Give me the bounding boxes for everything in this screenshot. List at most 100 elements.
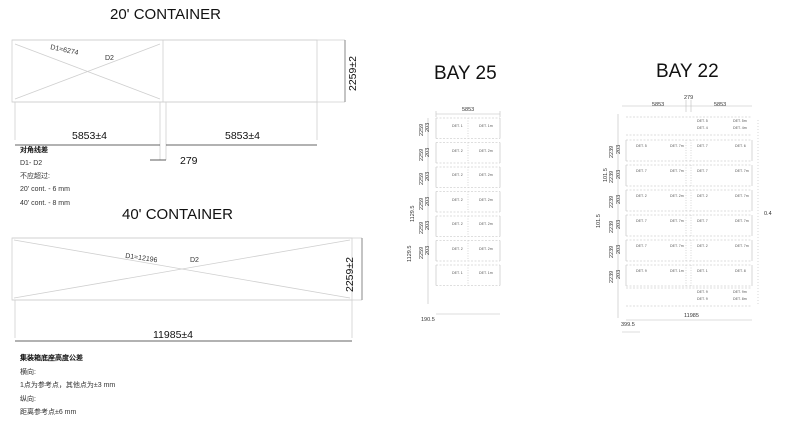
container20-gap-label: 279: [180, 155, 198, 167]
bay22-row-label: DET. 8: [735, 269, 746, 273]
bay22-tier-height-b: 203: [616, 269, 622, 279]
bay25-top-width-label: 5853: [462, 107, 475, 113]
bay22-bottom-width-label: 11985: [684, 313, 699, 319]
bay22-top-left-label: 5853: [652, 102, 665, 108]
bay25-side-dim-b: 1129.5: [407, 245, 413, 262]
bay22-tier-height-a: 2239: [609, 220, 615, 233]
bay25-row-right-label: DET. 2m: [479, 246, 493, 251]
bay22-top-row-label: DET. 5: [697, 119, 708, 123]
bay25-row-right-label: DET. 2m: [479, 148, 493, 153]
bay25-title: BAY 25: [434, 63, 497, 84]
bay25-drawing: [427, 111, 501, 315]
bay22-row-label: DET. 7: [636, 219, 647, 223]
bay22-row-label: DET. 7m: [670, 144, 684, 148]
container40-title: 40' CONTAINER: [122, 206, 233, 223]
bay22-top-row-label: DET. 4: [697, 126, 708, 130]
tolerance-line-3: 20' cont. - 6 mm: [20, 186, 70, 193]
bay25-tier-height-b: 203: [425, 196, 431, 206]
bay25-row-right-label: DET. 1m: [479, 124, 493, 128]
tolerance-line-2: 不应超过:: [20, 173, 50, 180]
bay22-row-label: DET. 2m: [670, 194, 684, 198]
bay22-tier-height-b: 203: [616, 144, 622, 154]
bay22-row-label: DET. 2: [636, 194, 647, 198]
container20-length-left-label: 5853±4: [72, 130, 107, 142]
bay22-tier-height-b: 203: [616, 244, 622, 254]
bay22-title: BAY 22: [656, 61, 719, 82]
tolerance-heading: 对角线差: [20, 147, 48, 154]
bay25-tier-height-b: 203: [425, 171, 431, 181]
bay22-row-label: DET. 7m: [670, 169, 684, 173]
bay22-tier-height-b: 203: [616, 219, 622, 229]
bay22-top-gap-label: 279: [684, 95, 694, 101]
container40-diagonal-d2-label: D2: [190, 257, 199, 264]
base-line-3: 纵向:: [20, 396, 36, 403]
bay25-tier-height-b: 203: [425, 245, 431, 255]
bay22-top-row-label: DET. 4m: [733, 126, 747, 130]
bay22-tier-height-a: 2239: [609, 195, 615, 208]
bay22-side-label: 0.4: [764, 211, 772, 217]
bay22-row-label: DET. 7m: [670, 219, 684, 223]
tolerance-line-1: D1- D2: [20, 160, 43, 167]
bay25-side-dim-a: 1129.5: [410, 205, 416, 222]
bay22-tier-height-a: 2239: [609, 270, 615, 283]
base-line-2: 1点为参考点，其他点为±3 mm: [20, 382, 116, 389]
bay22-row-label: DET. 6: [735, 144, 746, 148]
bay22-bottom-row-label: DET. 9: [697, 297, 708, 301]
bay22-tier-height-b: 203: [616, 169, 622, 179]
bay22-tier-height-a: 2239: [609, 245, 615, 258]
bay25-row-right-label: DET. 2m: [479, 173, 493, 177]
bay25-row-right-label: DET. 2m: [479, 197, 493, 202]
container20-length-right-label: 5853±4: [225, 130, 260, 142]
bay22-tier-height-a: 2239: [609, 145, 615, 158]
bay22-row-label: DET. 7: [697, 144, 708, 148]
container40-diagonal-2: [13, 239, 351, 299]
bay22-row-label: DET. 2: [697, 194, 708, 198]
bay22-row-label: DET. 7m: [735, 244, 749, 248]
bay22-row-label: DET. 7m: [735, 169, 749, 173]
bay25-row-right-label: DET. 2m: [479, 222, 493, 226]
bay25-tier-height-b: 203: [425, 122, 431, 132]
bay22-row-label: DET. 7: [697, 169, 708, 173]
bay22-side-dim-a: 101.5: [596, 214, 602, 228]
bay22-row-label: DET. 9: [636, 269, 647, 273]
container40-height-label: 2259±2: [344, 257, 356, 292]
bay22-row-label: DET. 1m: [670, 269, 684, 273]
bay22-row-label: DET. 7m: [735, 219, 749, 223]
bay25-row-left-label: DET. 2: [452, 246, 463, 251]
container20-title: 20' CONTAINER: [110, 6, 221, 23]
bay22-row-label: DET. 7m: [670, 244, 684, 248]
bay22-bottom-row-label: DET. 9m: [733, 290, 747, 294]
bay22-bottom-row-label: DET. 8m: [733, 297, 747, 301]
bay22-row-label: DET. 7: [636, 244, 647, 248]
bay22-drawing: [617, 100, 759, 333]
base-heading: 集装箱底座高度公差: [20, 355, 83, 362]
base-line-4: 距离参考点±6 mm: [20, 409, 77, 416]
bay25-bottom-offset: 190.5: [421, 317, 435, 323]
bay25-tier-height-b: 203: [425, 220, 431, 230]
container20-diagonal-2: [14, 43, 161, 100]
container40-length-label: 11985±4: [153, 329, 194, 341]
bay22-top-right-label: 5853: [714, 102, 727, 108]
bay25-row-left-label: DET. 1: [452, 124, 463, 128]
bay22-tier-height-a: 2239: [609, 170, 615, 183]
bay25-row-left-label: DET. 2: [452, 173, 463, 177]
bay22-row-label: DET. 2: [697, 244, 708, 248]
bay22-row-label: DET. 7: [636, 169, 647, 173]
bay22-row-label: DET. 5: [636, 144, 647, 148]
base-line-1: 横向:: [20, 369, 36, 376]
bay22-row-label: DET. 1: [697, 269, 708, 273]
bay22-row-label: DET. 7m: [735, 194, 749, 198]
bay22-top-row-label: DET. 5m: [733, 119, 747, 123]
bay25-row-left-label: DET. 1: [452, 271, 463, 275]
tolerance-line-4: 40' cont. - 8 mm: [20, 200, 70, 207]
bay25-tier-height-b: 203: [425, 147, 431, 157]
bay25-row-left-label: DET. 2: [452, 197, 463, 202]
bay22-row-label: DET. 7: [697, 219, 708, 223]
bay22-bottom-row-label: DET. 9: [697, 290, 708, 294]
bay25-row-left-label: DET. 2: [452, 222, 463, 226]
container20-height-label: 2259±2: [347, 56, 359, 91]
bay25-row-left-label: DET. 2: [452, 148, 463, 153]
bay22-tier-height-b: 203: [616, 194, 622, 204]
